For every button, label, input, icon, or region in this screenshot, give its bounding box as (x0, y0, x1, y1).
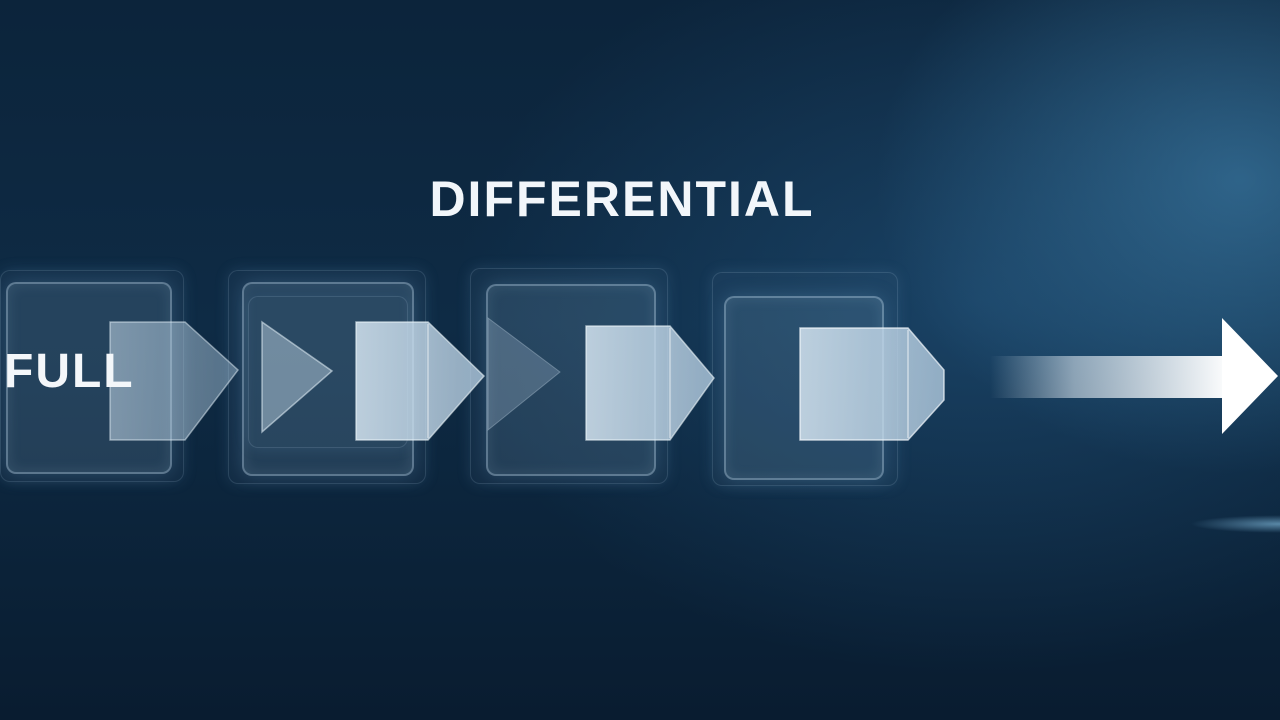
full-backup-label: FULL (4, 345, 135, 398)
play-triangle-icon (261, 320, 334, 434)
right-arrow-icon (990, 318, 1278, 434)
backup-tag-2 (355, 321, 486, 441)
backup-tag-4 (799, 327, 945, 441)
backup-tag-3-ghost (487, 317, 561, 432)
diagram-title: DIFFERENTIAL (429, 171, 815, 227)
backup-tag-3 (585, 325, 715, 441)
light-flare (1190, 515, 1280, 533)
backup-tag-1 (109, 321, 240, 441)
